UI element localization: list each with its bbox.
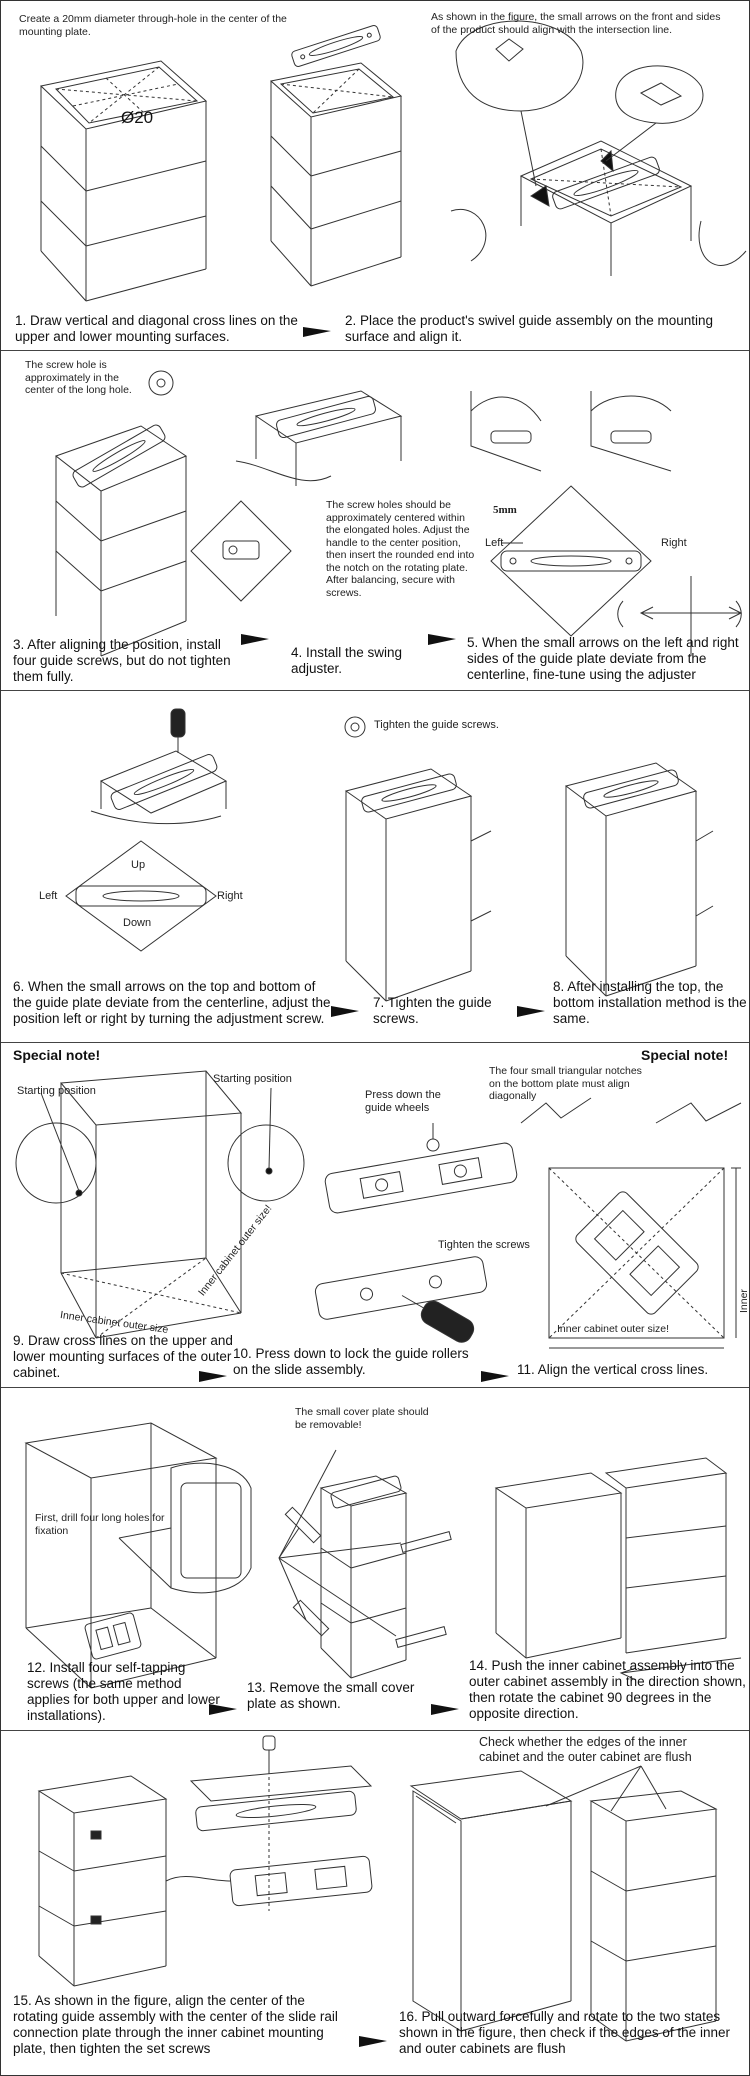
note-screw-holes-centered: The screw holes should be approximately … xyxy=(326,499,475,599)
panel-steps-3-5: The screw hole is approximately in the c… xyxy=(1,351,749,691)
panel-steps-12-14: The small cover plate should be removabl… xyxy=(1,1388,749,1731)
note-check-flush: Check whether the edges of the inner cab… xyxy=(479,1735,692,1764)
step-arrow-icon xyxy=(428,634,456,645)
step-10-text: 10. Press down to lock the guide rollers… xyxy=(233,1346,469,1377)
panel5-illustrations xyxy=(1,1388,749,1715)
step-1-text: 1. Draw vertical and diagonal cross line… xyxy=(15,313,298,344)
panel2-illustrations xyxy=(1,351,749,691)
panel4-illustrations xyxy=(1,1043,749,1382)
step-arrow-icon xyxy=(359,2036,387,2047)
panel3-illustrations xyxy=(1,691,749,1017)
step-arrow-icon xyxy=(517,1006,545,1017)
note-triangular-notches: The four small triangular notches on the… xyxy=(489,1065,642,1102)
step-2-text: 2. Place the product's swivel guide asse… xyxy=(345,313,714,344)
step-13-text: 13. Remove the small cover plate as show… xyxy=(247,1680,415,1711)
step-3-text: 3. After aligning the position, install … xyxy=(13,637,231,684)
step-arrow-icon xyxy=(303,327,331,337)
note-drill-long-holes: First, drill four long holes for fixatio… xyxy=(35,1512,165,1537)
starting-position-right: Starting position xyxy=(213,1073,292,1085)
starting-position-left: Starting position xyxy=(17,1085,96,1097)
step-arrow-icon xyxy=(199,1371,227,1382)
label-left: Left xyxy=(485,537,504,549)
step-arrow-icon xyxy=(331,1006,359,1017)
note-tighten-screws: Tighten the screws xyxy=(438,1239,530,1251)
step-9-text: 9. Draw cross lines on the upper and low… xyxy=(13,1333,233,1380)
note-tighten-guide-screws: Tighten the guide screws. xyxy=(374,719,499,731)
step-6-text: 6. When the small arrows on the top and … xyxy=(13,979,331,1026)
note-screw-hole: The screw hole is approximately in the c… xyxy=(25,359,132,396)
step-15-text: 15. As shown in the figure, align the ce… xyxy=(13,1993,338,2056)
step-arrow-icon xyxy=(481,1371,509,1382)
step-14-text: 14. Push the inner cabinet assembly into… xyxy=(469,1658,746,1721)
panel-steps-9-11: Special note! Special note! Starting pos… xyxy=(1,1043,750,1388)
step-5-text: 5. When the small arrows on the left and… xyxy=(467,635,739,682)
label-right: Right xyxy=(661,537,687,549)
step-arrow-icon xyxy=(209,1704,237,1715)
note-arrows-align: As shown in the figure, the small arrows… xyxy=(431,11,721,36)
hole-dimension: Ø20 xyxy=(121,108,153,127)
step-arrow-icon xyxy=(241,634,269,645)
label-inner-size-4: Inner cabinet outer size! xyxy=(738,1289,750,1313)
step-12-text: 12. Install four self-tapping screws (th… xyxy=(27,1660,220,1723)
dimension-5mm: 5mm xyxy=(493,504,517,516)
step-11-text: 11. Align the vertical cross lines. xyxy=(517,1362,709,1377)
special-note-left: Special note! xyxy=(13,1047,101,1063)
step-16-text: 16. Pull outward forcefully and rotate t… xyxy=(399,2009,730,2056)
label-left: Left xyxy=(39,890,58,902)
step-7-text: 7. Tighten the guide screws. xyxy=(373,995,492,1026)
panel1-illustrations: Ø20 xyxy=(1,1,749,337)
panel-steps-6-8: Tighten the guide screws. Up Down Left R… xyxy=(1,691,749,1043)
special-note-right: Special note! xyxy=(641,1047,729,1063)
step-arrow-icon xyxy=(431,1704,459,1715)
label-inner-size-3: Inner cabinet outer size! xyxy=(557,1323,670,1335)
panel6-illustrations xyxy=(1,1731,749,2047)
note-press-down-wheels: Press down the guide wheels xyxy=(365,1089,441,1114)
step-4-text: 4. Install the swing adjuster. xyxy=(291,645,403,676)
panel-steps-15-16: Check whether the edges of the inner cab… xyxy=(1,1731,749,2075)
label-up: Up xyxy=(131,859,146,871)
note-cover-plate-removable: The small cover plate should be removabl… xyxy=(295,1406,429,1431)
panel-steps-1-2: Ø20 Create a 20mm diameter through-hole … xyxy=(1,1,749,351)
label-right: Right xyxy=(217,890,243,902)
label-down: Down xyxy=(123,917,152,929)
step-8-text: 8. After installing the top, the bottom … xyxy=(553,979,747,1026)
note-through-hole: Create a 20mm diameter through-hole in t… xyxy=(19,13,287,38)
